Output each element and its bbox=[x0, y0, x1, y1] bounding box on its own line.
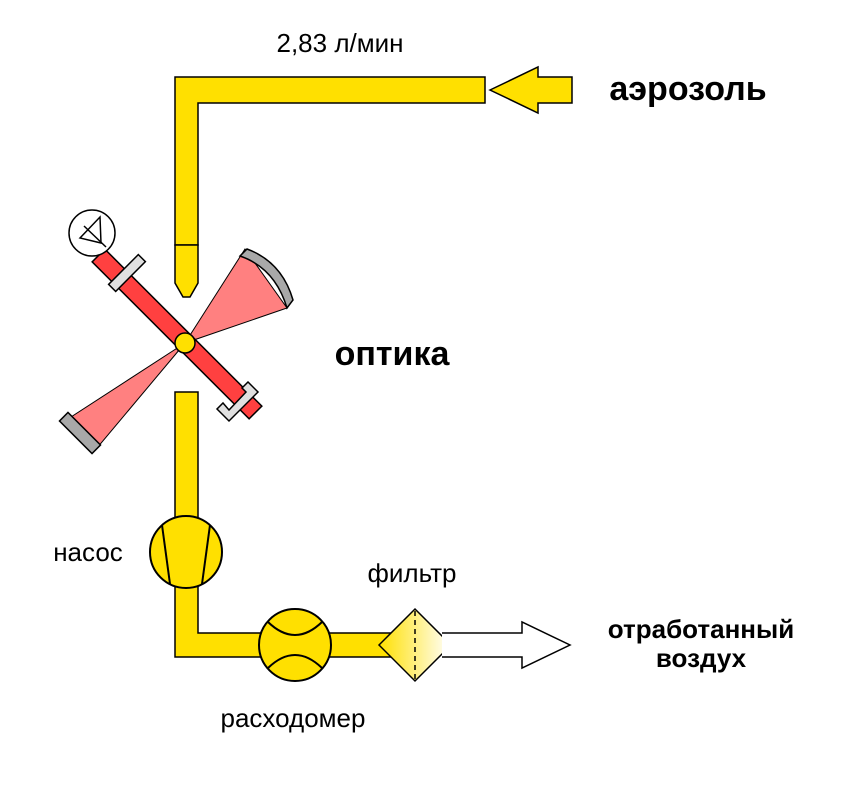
aerosol-label: аэрозоль bbox=[609, 70, 766, 108]
scatter-beam-upper bbox=[183, 248, 288, 344]
flowmeter-label: расходомер bbox=[221, 703, 366, 733]
flow-rate-label: 2,83 л/мин bbox=[277, 28, 404, 58]
aerosol-inlet-arrow bbox=[488, 65, 573, 115]
measurement-point bbox=[174, 332, 196, 354]
detector-lower bbox=[58, 411, 102, 455]
filter-icon bbox=[377, 607, 453, 683]
exhaust-arrow bbox=[442, 620, 572, 670]
beam-trap bbox=[215, 380, 260, 423]
optics-label: оптика bbox=[335, 335, 451, 373]
filter-label: фильтр bbox=[368, 558, 457, 588]
laser-clamp bbox=[107, 253, 147, 293]
exhaust-label-line2: воздух bbox=[656, 643, 747, 673]
detector-upper-back bbox=[238, 248, 294, 310]
pump-icon bbox=[149, 515, 223, 589]
laser-diode-icon bbox=[68, 209, 116, 257]
inlet-nozzle bbox=[174, 244, 199, 298]
pump-label: насос bbox=[53, 537, 123, 567]
inlet-pipe bbox=[174, 76, 486, 246]
flowmeter-icon bbox=[258, 608, 332, 682]
exhaust-label-line1: отработанный bbox=[608, 614, 794, 644]
